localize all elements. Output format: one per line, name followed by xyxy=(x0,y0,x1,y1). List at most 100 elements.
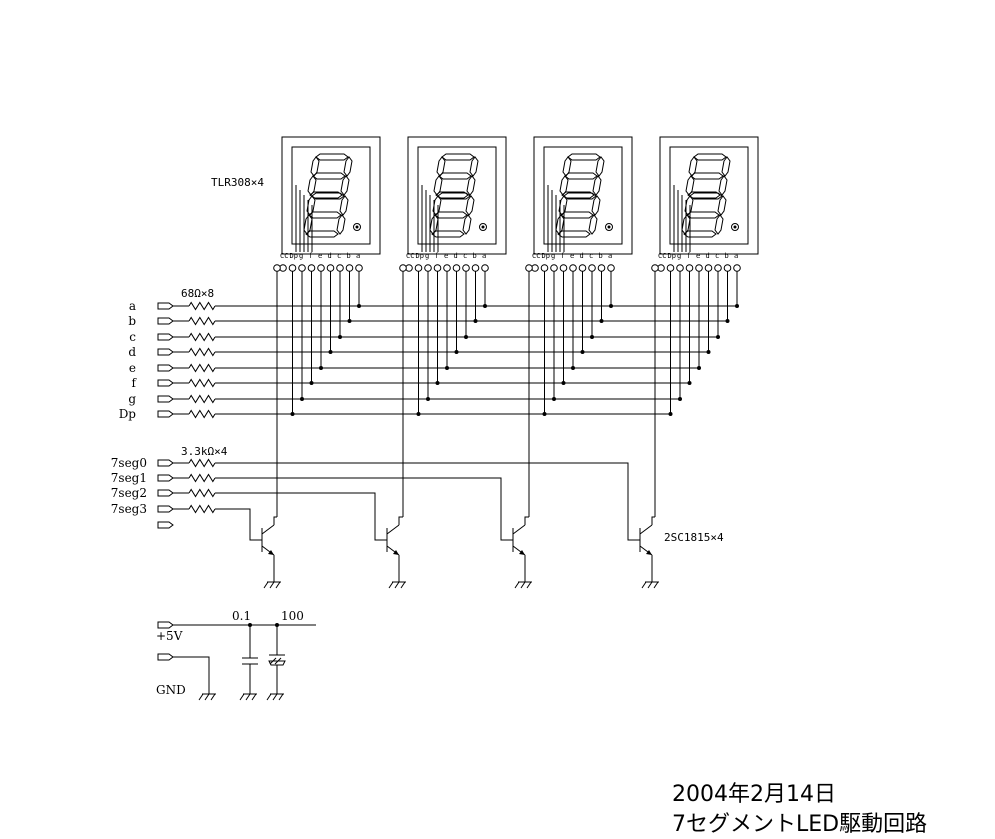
transistor-collector xyxy=(512,524,526,535)
segment xyxy=(310,156,320,177)
transistor-label: 2SC1815×4 xyxy=(664,531,724,544)
transistor-collector xyxy=(261,524,275,535)
pin xyxy=(288,264,297,272)
pin-label: c xyxy=(337,252,341,260)
segment xyxy=(336,214,346,235)
segment-resistor xyxy=(188,394,216,404)
display-inner-frame xyxy=(417,146,497,245)
npn-transistor xyxy=(261,516,281,589)
pin-label: a xyxy=(356,252,360,260)
display-inner-frame xyxy=(291,146,371,245)
digit-glyph xyxy=(429,153,479,238)
pin xyxy=(597,264,606,272)
caption-title: 7セグメントLED駆動回路 xyxy=(672,812,928,837)
segment-input-label: b xyxy=(128,314,136,328)
decimal-point-center xyxy=(607,225,611,229)
segment xyxy=(567,153,601,161)
segment xyxy=(441,153,475,161)
collector-wire xyxy=(273,516,277,525)
capacitor-100 xyxy=(268,625,286,694)
digit-input-label: 7seg2 xyxy=(111,486,147,500)
pin-label: b xyxy=(347,252,351,260)
segment-input-terminal xyxy=(157,410,174,418)
power-section xyxy=(157,621,316,701)
pin xyxy=(355,264,363,272)
pin xyxy=(525,264,533,272)
pin-label: d xyxy=(328,252,332,260)
pin-label: CC xyxy=(658,252,666,260)
decimal-point xyxy=(353,223,361,231)
pin xyxy=(443,264,451,272)
pin xyxy=(578,264,587,272)
segment xyxy=(714,214,724,235)
pin-label: c xyxy=(463,252,467,260)
segment xyxy=(469,156,479,177)
pin xyxy=(607,264,615,272)
pin-label: a xyxy=(482,252,486,260)
junction-dot xyxy=(248,623,252,627)
npn-transistor xyxy=(639,516,659,589)
decimal-point-center xyxy=(355,225,359,229)
pin-label: g xyxy=(299,252,303,260)
digit-resistor-label: 3.3kΩ×4 xyxy=(181,445,228,458)
capacitor-0-1 xyxy=(242,625,258,694)
segment xyxy=(592,175,602,196)
pin xyxy=(559,264,568,272)
pin-label: CC xyxy=(280,252,288,260)
digit-input-terminal xyxy=(157,489,174,497)
segment xyxy=(684,195,694,216)
pin-label: f xyxy=(561,252,565,260)
segment xyxy=(564,172,598,180)
pin-label: Dp xyxy=(416,252,424,260)
pin-label: e xyxy=(696,252,700,260)
segment xyxy=(306,195,316,216)
segment-input-terminal xyxy=(157,379,174,387)
segment xyxy=(339,195,349,216)
segment xyxy=(436,156,446,177)
npn-transistor xyxy=(512,516,532,589)
pin-label: f xyxy=(435,252,439,260)
decimal-point xyxy=(479,223,487,231)
base-wire xyxy=(215,492,387,541)
pin xyxy=(733,264,741,272)
base-wire xyxy=(215,462,640,541)
pin xyxy=(666,264,675,272)
pin-label: CC xyxy=(532,252,540,260)
display-frame xyxy=(407,136,507,255)
cap2-label: 100 xyxy=(281,609,304,623)
segment-resistor-label: 68Ω×8 xyxy=(181,287,214,300)
pin xyxy=(695,264,703,272)
pin xyxy=(651,264,659,272)
pin xyxy=(540,264,549,272)
ground-symbol xyxy=(514,581,532,589)
decimal-point xyxy=(731,223,739,231)
pin xyxy=(336,264,344,272)
pin xyxy=(569,264,577,272)
pin xyxy=(550,264,558,272)
pin xyxy=(414,264,423,272)
pin-label: c xyxy=(589,252,593,260)
segment xyxy=(690,172,724,180)
digit-resistor xyxy=(188,504,216,514)
pin-label: b xyxy=(725,252,729,260)
segment xyxy=(557,230,591,238)
base-wire xyxy=(215,477,513,541)
segment xyxy=(693,153,727,161)
segment xyxy=(308,211,342,219)
pin xyxy=(273,264,281,272)
pin-label: a xyxy=(734,252,738,260)
segment xyxy=(434,211,468,219)
segment xyxy=(721,156,731,177)
emitter-arrow xyxy=(268,550,274,555)
segment-input-label: c xyxy=(129,330,136,344)
segment xyxy=(462,214,472,235)
ground-symbol xyxy=(641,581,659,589)
display-part-label: TLR308×4 xyxy=(211,176,264,189)
display-inner-frame xyxy=(669,146,749,245)
segment xyxy=(431,230,465,238)
segment xyxy=(312,172,346,180)
gnd-wire xyxy=(173,656,210,694)
